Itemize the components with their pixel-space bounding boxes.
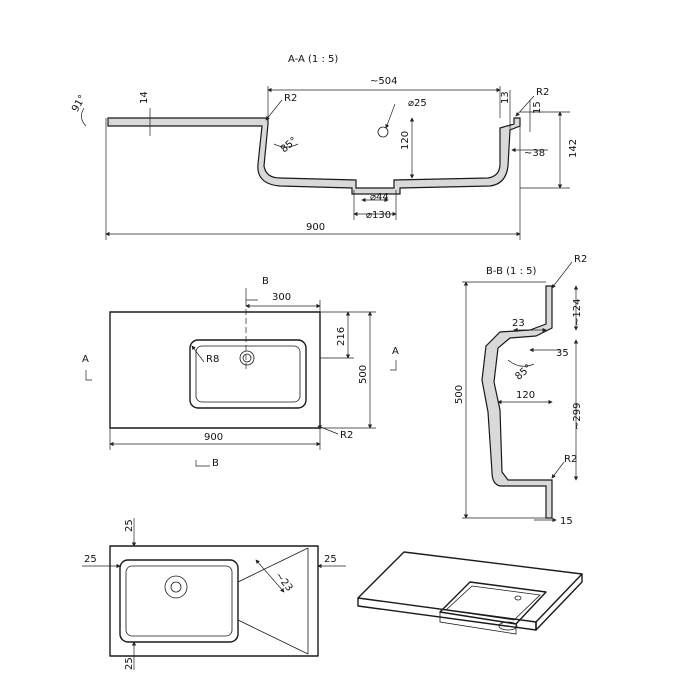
dim-15-label: 15: [532, 101, 543, 114]
dim-300-label: 300: [272, 292, 291, 303]
dim-25-top-label: 25: [124, 519, 135, 532]
iso-drain: [498, 621, 518, 631]
overflow-hole: [377, 126, 389, 138]
section-marker-b-bottom: [195, 460, 210, 467]
basin-outline: [189, 339, 307, 409]
drain-44-label: ⌀44: [370, 192, 389, 203]
dim-38-label: ~38: [524, 148, 545, 159]
drain-inner: [242, 353, 252, 363]
section-marker-a-left: [85, 370, 92, 381]
angle-arc-85-bb: [507, 359, 535, 367]
leader-r2-right: [515, 95, 535, 117]
dim-23-bottom-label: ~23: [273, 571, 295, 594]
bottom-basin-inner: [125, 565, 233, 637]
r2-label: R2: [284, 93, 297, 104]
drain-130-label: ⌀130: [366, 210, 391, 221]
dim-500-label: 500: [358, 365, 369, 384]
angle-arc-85: [273, 143, 299, 148]
iso-front-edge: [357, 598, 537, 631]
drain-circle: [239, 350, 255, 366]
r2-right-label: R2: [536, 87, 549, 98]
bottom-view: 25 25 25 ~23 25: [82, 518, 346, 670]
angle-85-label: 85°: [279, 135, 300, 155]
dim-23-label: 23: [512, 318, 525, 329]
marker-b-bottom-label: B: [212, 458, 219, 469]
dim-35-label: 35: [556, 348, 569, 359]
iso-basin-rim: [439, 581, 547, 625]
section-marker-a-right: [390, 360, 397, 371]
r2-plan-label: R2: [340, 430, 353, 441]
section-b-b: B-B (1 : 5) R2 ~124 23 35 85° 120 500 ~2…: [454, 254, 587, 527]
depth-120-label: 120: [400, 131, 411, 150]
section-aa-title: A-A (1 : 5): [288, 54, 338, 65]
marker-b-top-label: B: [262, 276, 269, 287]
bottom-rib-bottom: [237, 619, 309, 655]
angle-arc-91: [81, 107, 87, 127]
iso-basin-inner: [445, 585, 541, 621]
hole-25-label: ⌀25: [408, 98, 427, 109]
dim-25-left-label: 25: [84, 554, 97, 565]
dim-25-right-label: 25: [324, 554, 337, 565]
angle-91-label: 91°: [70, 93, 88, 114]
thickness-14-label: 14: [139, 91, 150, 104]
iso-basin-underside: [439, 612, 517, 635]
leader-hole: [385, 103, 396, 129]
bottom-drain-outer: [164, 575, 188, 599]
bottom-drain-inner: [170, 581, 182, 593]
width-504-label: ~504: [370, 76, 397, 87]
marker-a-right-label: A: [392, 346, 399, 357]
section-aa-profile: [107, 117, 521, 195]
iso-top-surface: [357, 551, 583, 623]
dim-25-bottom-label: 25: [124, 657, 135, 670]
section-a-a: A-A (1 : 5) 91° 14 R2 ~504 ⌀25: [70, 54, 579, 240]
marker-a-left-label: A: [82, 354, 89, 365]
dim-120-bb-label: 120: [516, 390, 535, 401]
r2-top-label: R2: [574, 254, 587, 265]
total-900-plan-label: 900: [204, 432, 223, 443]
plan-view: B B A A 300 216 R8 500 900 R2: [82, 276, 399, 469]
dim-299-label: ~299: [572, 403, 583, 430]
bottom-outline: [109, 545, 319, 657]
leader-r2-bottom: [551, 461, 565, 479]
r2-bottom-label: R2: [564, 454, 577, 465]
dim-500-bb-label: 500: [454, 385, 465, 404]
r8-label: R8: [206, 354, 219, 365]
dim-216-label: 216: [336, 327, 347, 346]
section-marker-b-top: [245, 288, 258, 301]
leader-r8: [191, 345, 205, 363]
isometric-view: [357, 551, 583, 635]
dim-line-23-bottom: [255, 559, 285, 593]
section-bb-profile: [481, 285, 553, 519]
total-900-label: 900: [306, 222, 325, 233]
angle-85-bb-label: 85°: [513, 363, 534, 383]
basin-inner: [195, 345, 301, 403]
height-142-label: 142: [568, 139, 579, 158]
iso-side-edge: [535, 574, 583, 631]
leader-r2-top: [551, 261, 573, 289]
leader-r2: [265, 99, 283, 121]
section-bb-title: B-B (1 : 5): [486, 266, 537, 277]
iso-overflow: [514, 595, 522, 601]
dim-124-label: ~124: [572, 299, 583, 326]
dim-15-bb-label: 15: [560, 516, 573, 527]
dim-13-label: 13: [500, 91, 511, 104]
bottom-basin-outer: [119, 559, 239, 643]
plan-outline: [109, 311, 321, 429]
leader-r2-plan: [317, 425, 339, 435]
